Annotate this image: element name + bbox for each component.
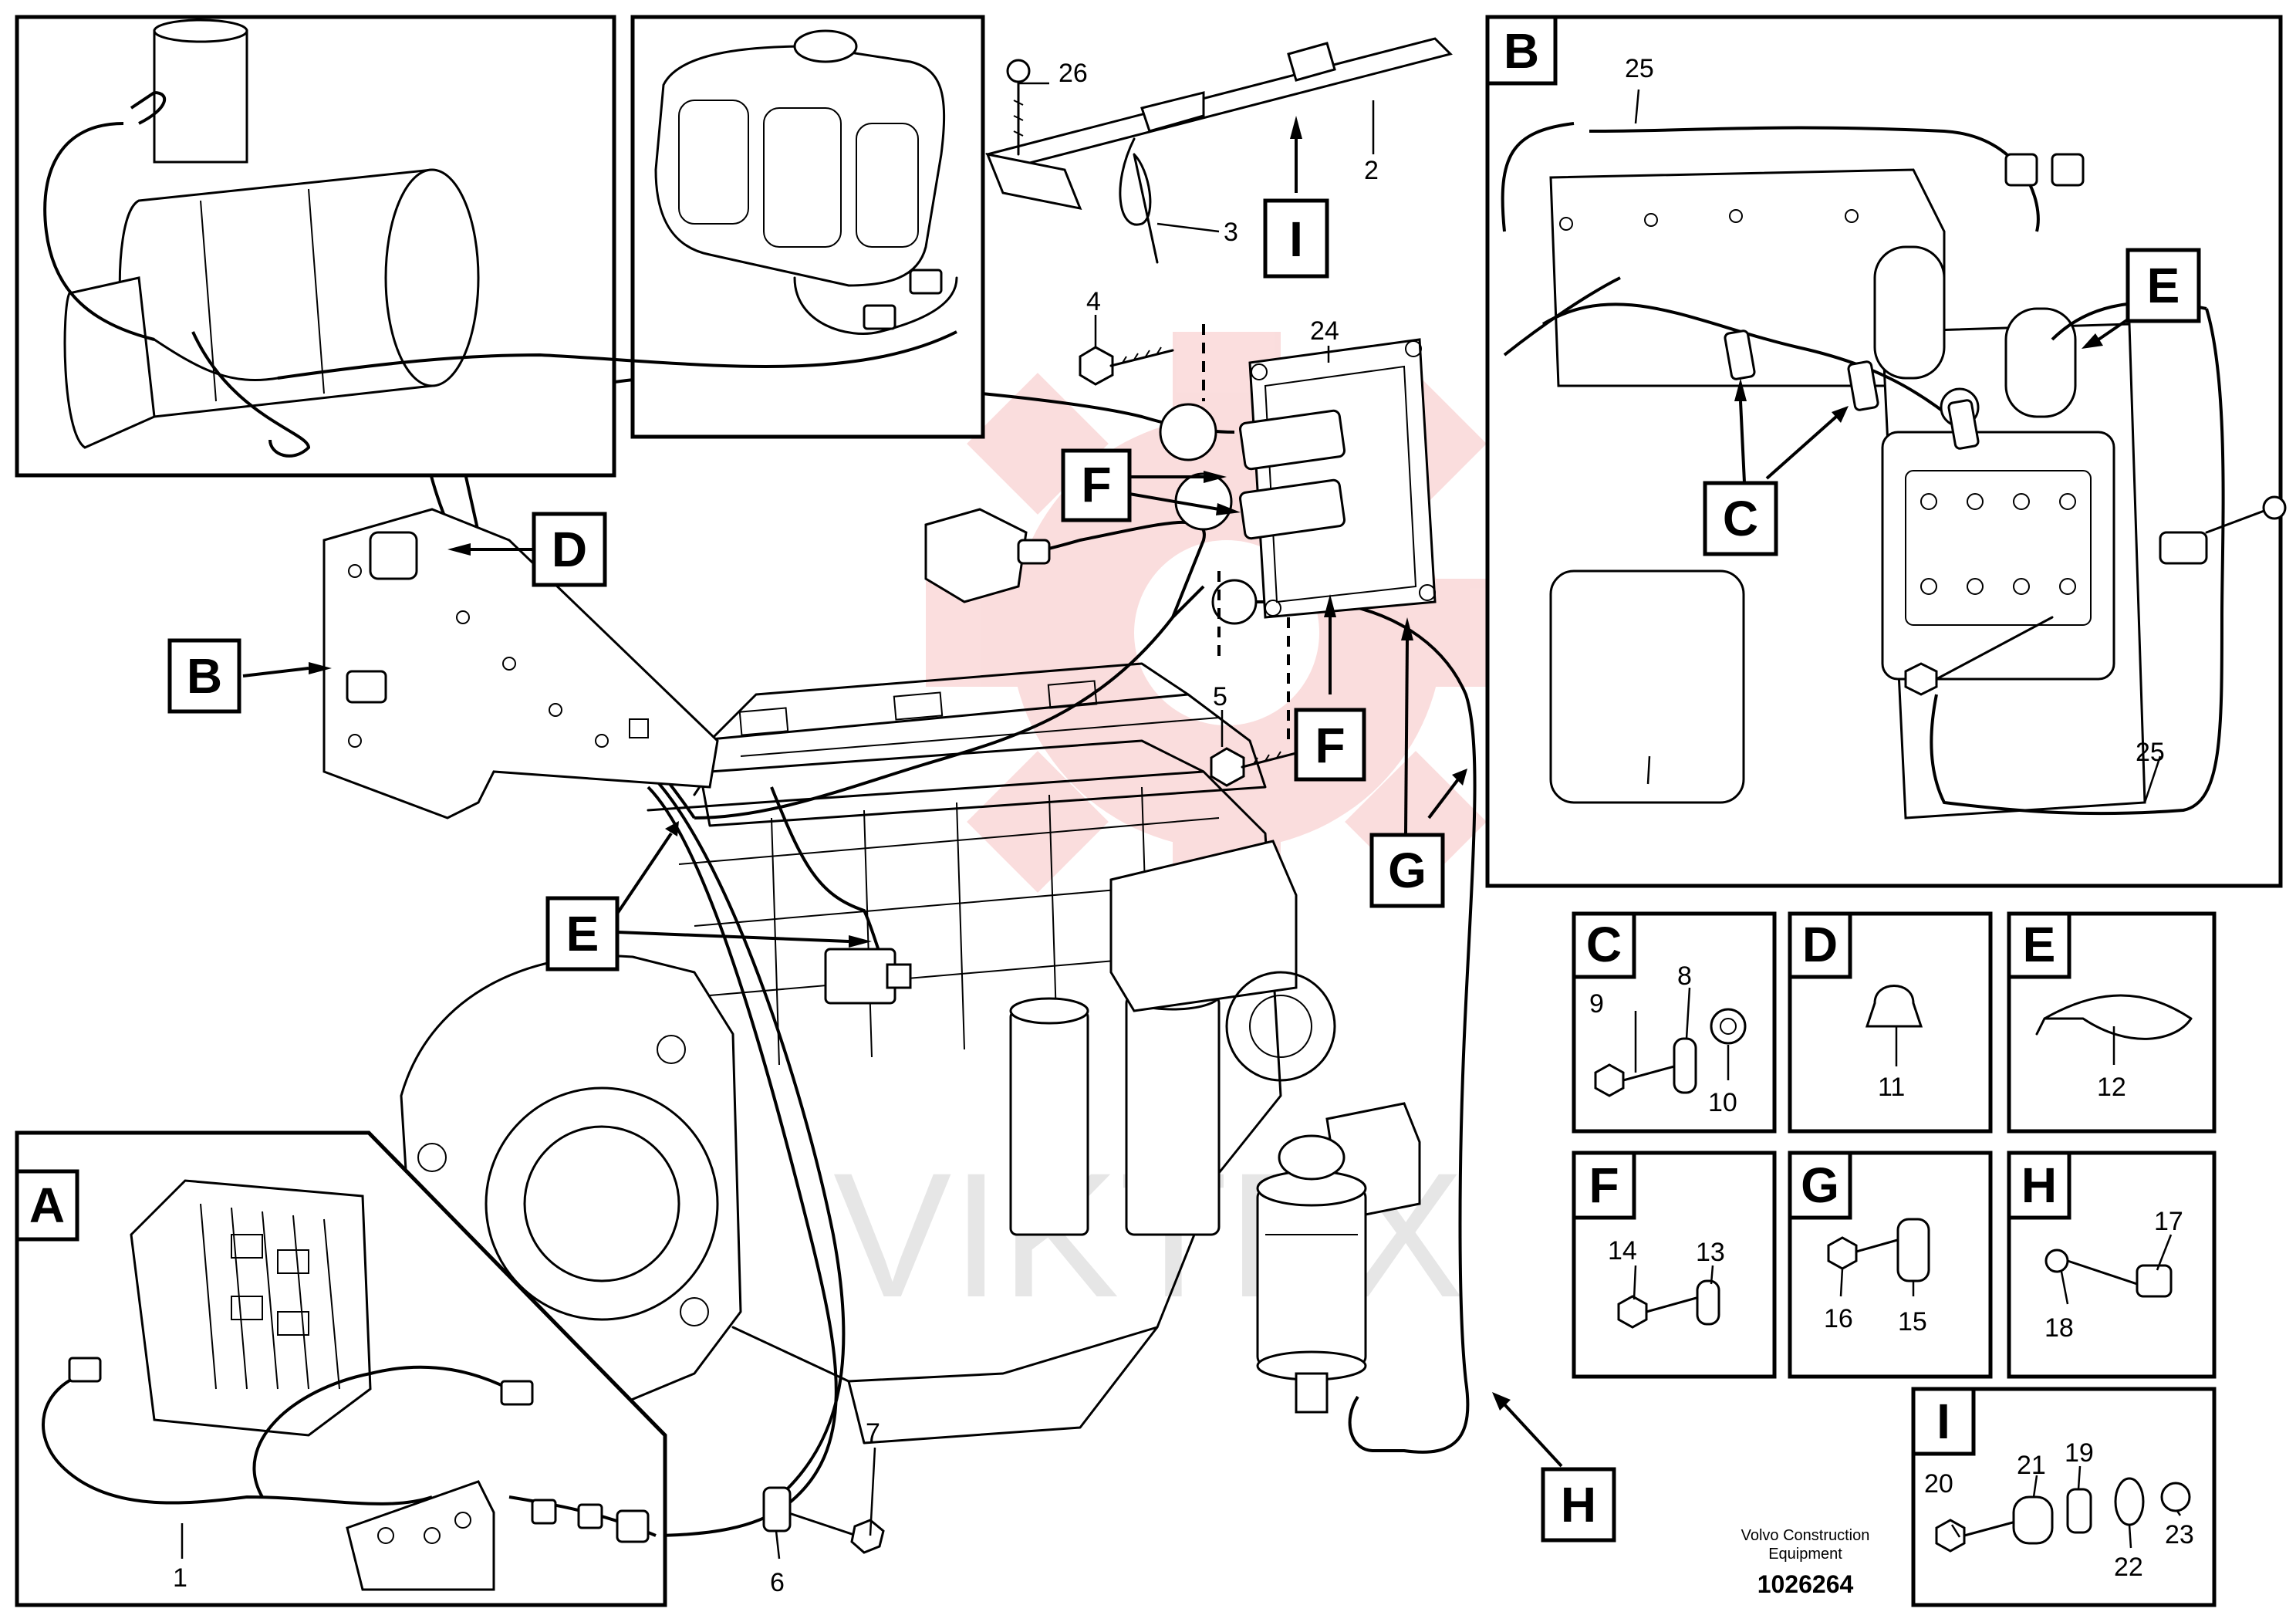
part-number-labels: 26 2 3 4 24 5 7 6 1 25 25 9 8 10 11 12 1… <box>173 54 2194 1597</box>
brand-line-2: Equipment <box>1768 1546 1842 1563</box>
callout-d-label: D <box>552 522 587 577</box>
part-number-26: 26 <box>1059 59 1088 88</box>
part-number-25-bottom: 25 <box>2136 738 2165 767</box>
engine-block-drawing <box>400 662 1336 1445</box>
detail-view-i <box>1911 1387 2217 1607</box>
panel-label-h-text: H <box>2021 1157 2057 1213</box>
callout-arrows <box>242 116 2129 1468</box>
callout-c-label: C <box>1723 491 1758 546</box>
panel-label-e-text: E <box>2023 917 2056 972</box>
panel-label-d: D <box>1788 911 1852 979</box>
harness-branch-to-tank <box>277 330 957 380</box>
callout-c: C <box>1703 481 1778 556</box>
panel-label-c-text: C <box>1586 917 1622 972</box>
part-number-24: 24 <box>1310 316 1339 346</box>
mounting-bracket <box>322 508 719 819</box>
part-number-12: 12 <box>2097 1073 2126 1102</box>
part-number-16: 16 <box>1824 1304 1853 1333</box>
callout-e-detail-b: E <box>2125 248 2201 323</box>
callout-f-upper-label: F <box>1081 457 1111 512</box>
part-number-15: 15 <box>1898 1307 1927 1336</box>
callout-e-label: E <box>566 906 599 961</box>
callout-d: D <box>532 512 607 587</box>
panel-label-g: G <box>1788 1151 1852 1220</box>
callout-b: B <box>167 638 241 714</box>
detail-view-a <box>15 1130 667 1607</box>
part-number-8: 8 <box>1677 961 1692 991</box>
detail-view-b <box>1485 15 2287 888</box>
part-number-21: 21 <box>2017 1451 2046 1480</box>
part-number-17: 17 <box>2154 1207 2183 1236</box>
callout-h-label: H <box>1561 1477 1596 1532</box>
part-number-14: 14 <box>1608 1236 1637 1265</box>
callout-h: H <box>1541 1467 1616 1543</box>
callout-e-detail-b-label: E <box>2147 258 2180 313</box>
part-number-20: 20 <box>1924 1469 1953 1499</box>
brand-line-1: Volvo Construction <box>1741 1527 1870 1544</box>
callout-f-lower-label: F <box>1315 718 1345 773</box>
part-number-19: 19 <box>2065 1438 2094 1468</box>
detail-view-c <box>1572 911 1777 1134</box>
bolt-part-7 <box>785 1511 885 1554</box>
part-number-13: 13 <box>1696 1238 1725 1267</box>
bolt-part-5 <box>1210 571 1298 787</box>
panel-label-b-text: B <box>1504 23 1539 79</box>
part-number-9: 9 <box>1589 989 1604 1019</box>
callout-f-lower: F <box>1294 708 1366 782</box>
part-number-18: 18 <box>2044 1313 2074 1343</box>
detail-view-expansion-tank <box>630 15 985 439</box>
part-number-5: 5 <box>1213 682 1227 711</box>
harness-connector-block <box>924 508 1051 603</box>
panel-label-d-text: D <box>1802 917 1838 972</box>
clamp-part-6 <box>762 1486 792 1532</box>
part-number-22: 22 <box>2114 1553 2143 1582</box>
panel-label-a-text: A <box>29 1178 65 1233</box>
part-number-2: 2 <box>1364 156 1379 185</box>
panel-label-a: A <box>15 1169 79 1242</box>
part-number-3: 3 <box>1224 218 1238 247</box>
support-bracket-part-2 <box>985 37 1453 211</box>
callout-g-label: G <box>1388 843 1427 898</box>
part-number-7: 7 <box>866 1418 880 1448</box>
callout-i: I <box>1263 198 1329 279</box>
part-number-4: 4 <box>1086 287 1101 316</box>
panel-label-h: H <box>2007 1151 2071 1220</box>
part-number-6: 6 <box>770 1568 785 1597</box>
sensor-connector <box>824 948 912 1005</box>
part-number-1: 1 <box>173 1563 187 1593</box>
callout-e: E <box>545 896 620 972</box>
callout-g: G <box>1369 833 1445 908</box>
panel-label-e: E <box>2007 911 2071 979</box>
part-number-23: 23 <box>2165 1520 2194 1549</box>
detail-view-air-cleaner <box>15 15 616 478</box>
engine-control-unit <box>1159 338 1437 625</box>
fuel-filter <box>1256 1102 1421 1414</box>
part-number-25-top: 25 <box>1625 54 1654 83</box>
leader-lines <box>181 82 2182 1559</box>
panel-label-c: C <box>1572 911 1636 979</box>
callout-i-label: I <box>1289 211 1303 267</box>
part-number-10: 10 <box>1708 1088 1737 1117</box>
callout-f-upper: F <box>1061 448 1132 522</box>
panel-label-g-text: G <box>1801 1157 1839 1213</box>
reference-number: 1026264 <box>1757 1570 1854 1598</box>
panel-label-i-text: I <box>1936 1394 1950 1449</box>
callout-b-label: B <box>187 648 222 704</box>
panel-label-f-text: F <box>1589 1157 1619 1213</box>
cable-tie-part-3 <box>1119 137 1159 264</box>
panel-label-i: I <box>1911 1387 1976 1456</box>
footer-brand: Volvo Construction Equipment 1026264 <box>1741 1527 1870 1598</box>
part-number-11: 11 <box>1878 1073 1905 1102</box>
panel-label-b: B <box>1485 15 1558 86</box>
panel-label-f: F <box>1572 1151 1636 1220</box>
bolt-part-26 <box>1006 59 1031 156</box>
